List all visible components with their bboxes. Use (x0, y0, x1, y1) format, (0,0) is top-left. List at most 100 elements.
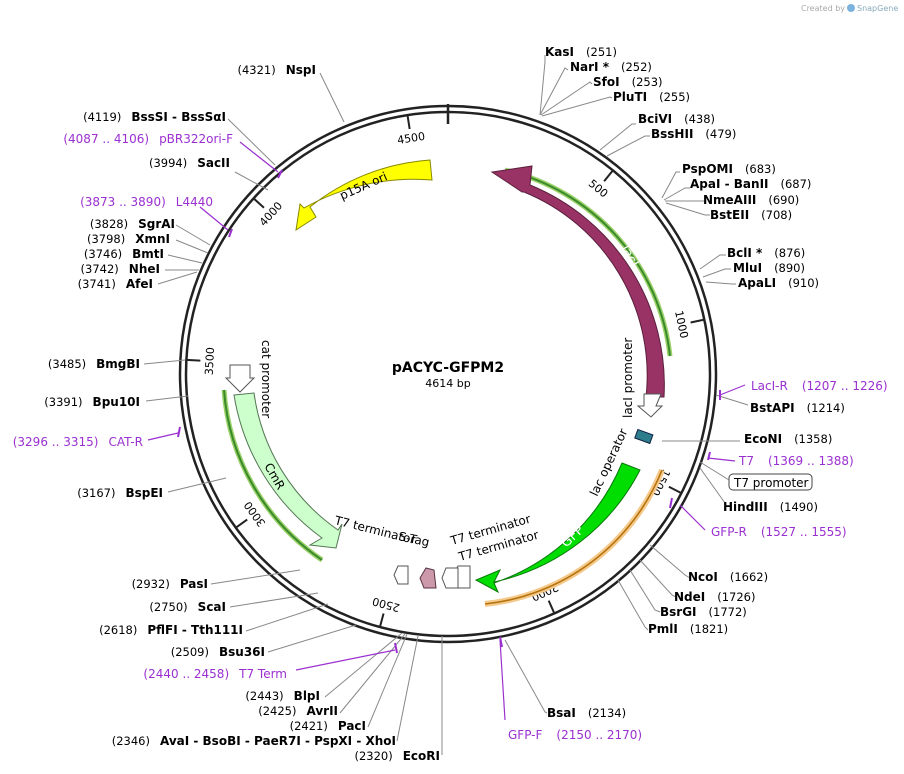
site-label-right-12[interactable]: ApaLI(910) (738, 276, 819, 290)
site-label-right-5[interactable]: BssHII(479) (651, 127, 736, 141)
site-label-left-17[interactable]: PacI(2421) (290, 719, 366, 733)
site-position: (479) (705, 127, 736, 141)
site-label-left-19[interactable]: EcoRI(2320) (354, 749, 440, 763)
site-label-right-10[interactable]: BclI *(876) (727, 246, 805, 260)
site-label-left-3[interactable]: SgrAI(3828) (90, 217, 175, 231)
site-label-left-6[interactable]: NheI(3742) (81, 262, 160, 276)
site-label-right-19[interactable]: PmlI(1821) (648, 622, 728, 636)
site-label-right-18[interactable]: BsrGI(1772) (660, 605, 747, 619)
site-label-left-0[interactable]: NspI(4321) (238, 63, 317, 77)
site-position: (876) (774, 246, 805, 260)
site-position: (1726) (717, 590, 755, 604)
site-label-right-1[interactable]: NarI * (252) (570, 60, 652, 74)
site-label-right-17[interactable]: NdeI (1726) (674, 590, 756, 604)
site-position: (687) (781, 177, 812, 191)
site-label-right-14[interactable]: EcoNI (1358) (744, 432, 832, 446)
primer-label-7[interactable]: pBR322ori-F(4087 .. 4106) (63, 132, 233, 146)
site-name: BspEI (125, 486, 163, 500)
site-label-right-9[interactable]: BstEII(708) (710, 208, 792, 222)
p15A-ori-arrow[interactable] (295, 159, 433, 232)
site-label-left-2[interactable]: SacII(3994) (149, 156, 230, 170)
lacI-arrow[interactable] (490, 165, 665, 398)
site-label-right-6[interactable]: PspOMI(683) (682, 162, 776, 176)
primer-name: pBR322ori-F (159, 132, 233, 146)
site-position: (910) (788, 276, 819, 290)
site-position: (2932) (132, 577, 170, 591)
gfp-arrow[interactable] (474, 462, 641, 594)
site-label-left-7[interactable]: AfeI(3741) (78, 277, 153, 291)
site-label-right-13[interactable]: BstAPI(1214) (750, 401, 845, 415)
site-label-right-16[interactable]: NcoI(1662) (688, 570, 768, 584)
site-label-right-2[interactable]: SfoI(253) (593, 75, 663, 89)
site-name: BssSI - BssSαI (131, 110, 226, 124)
site-name: EcoRI (403, 749, 440, 763)
site-label-right-11[interactable]: MluI(890) (733, 261, 805, 275)
primer-label-1[interactable]: T7(1369 .. 1388) (738, 454, 854, 468)
snapgene-logo-icon (847, 4, 855, 12)
primer-label-3[interactable]: GFP-F(2150 .. 2170) (508, 728, 642, 742)
site-name: AvrII (306, 704, 338, 718)
site-label-left-13[interactable]: PflFI - Tth111I(2618) (99, 623, 243, 637)
site-label-left-1[interactable]: BssSI - BssSαI (4119) (83, 110, 226, 124)
site-label-left-18[interactable]: AvaI - BsoBI - PaeR7I - PspXI - XhoI(234… (112, 734, 396, 748)
site-position: (2421) (290, 719, 328, 733)
cat-promoter-arrow[interactable] (224, 364, 256, 393)
lacI-promoter-arrow[interactable] (636, 393, 664, 418)
site-position: (2443) (245, 689, 283, 703)
site-position: (2509) (171, 645, 209, 659)
site-name: SacII (197, 156, 230, 170)
primer-leaders (147, 141, 746, 721)
site-label-left-8[interactable]: BmgBI(3485) (48, 357, 140, 371)
primer-label-6[interactable]: L4440(3873 .. 3890) (80, 195, 213, 209)
site-label-left-5[interactable]: BmtI(3746) (84, 247, 164, 261)
t7-terminator-arrow-3[interactable] (393, 565, 409, 585)
site-position: (1490) (780, 500, 818, 514)
site-position: (1214) (807, 401, 845, 415)
primer-label-4[interactable]: T7 Term(2440 .. 2458) (143, 667, 287, 681)
site-label-right-7[interactable]: ApaI - BanII(687) (690, 177, 811, 191)
site-name: BsrGI (660, 605, 697, 619)
primer-label-5[interactable]: CAT-R(3296 .. 3315) (13, 435, 143, 449)
site-label-left-11[interactable]: PasI(2932) (132, 577, 208, 591)
site-label-right-4[interactable]: BciVI(438) (638, 112, 715, 126)
site-label-left-12[interactable]: ScaI(2750) (149, 600, 226, 614)
cmr-arrow[interactable] (233, 392, 343, 549)
site-name: NdeI (674, 590, 705, 604)
lac-operator-box[interactable] (634, 428, 654, 445)
t7-terminator-arrow-2[interactable] (441, 567, 459, 589)
t7-promoter-box (728, 473, 813, 491)
site-label-right-20[interactable]: BsaI(2134) (547, 706, 626, 720)
site-label-left-10[interactable]: BspEI (3167) (77, 486, 163, 500)
site-name: NheI (129, 262, 160, 276)
primer-label-0[interactable]: LacI-R(1207 .. 1226) (751, 379, 888, 393)
site-position: (2618) (99, 623, 137, 637)
site-position: (1358) (794, 432, 832, 446)
site-label-left-9[interactable]: Bpu10I(3391) (44, 395, 140, 409)
primer-name: LacI-R (751, 379, 788, 393)
site-name: BlpI (294, 689, 320, 703)
site-position: (2346) (112, 734, 150, 748)
site-name: NarI * (570, 60, 610, 74)
primer-name: CAT-R (108, 435, 143, 449)
site-position: (3167) (77, 486, 115, 500)
scale-tick (252, 197, 265, 209)
site-position: (3391) (44, 395, 82, 409)
site-position: (1662) (730, 570, 768, 584)
site-name: EcoNI (744, 432, 782, 446)
site-label-right-15[interactable]: HindIII(1490) (723, 500, 818, 514)
site-label-left-15[interactable]: BlpI (2443) (245, 689, 320, 703)
primer-label-2[interactable]: GFP-R(1527 .. 1555) (711, 525, 847, 539)
site-label-right-8[interactable]: NmeAIII(690) (703, 193, 799, 207)
primer-range: (2150 .. 2170) (556, 728, 642, 742)
site-label-right-0[interactable]: KasI(251) (545, 45, 617, 59)
site-position: (890) (774, 261, 805, 275)
s-tag-label: S-Tag (397, 529, 430, 549)
site-label-left-16[interactable]: AvrII(2425) (258, 704, 338, 718)
site-label-left-14[interactable]: Bsu36I(2509) (171, 645, 265, 659)
site-label-left-4[interactable]: XmnI(3798) (87, 232, 170, 246)
site-position: (252) (621, 60, 652, 74)
site-name: PspOMI (682, 162, 733, 176)
site-position: (4119) (83, 110, 121, 124)
site-label-right-3[interactable]: PluTI(255) (613, 90, 690, 104)
s-tag-arrow[interactable] (419, 567, 437, 589)
